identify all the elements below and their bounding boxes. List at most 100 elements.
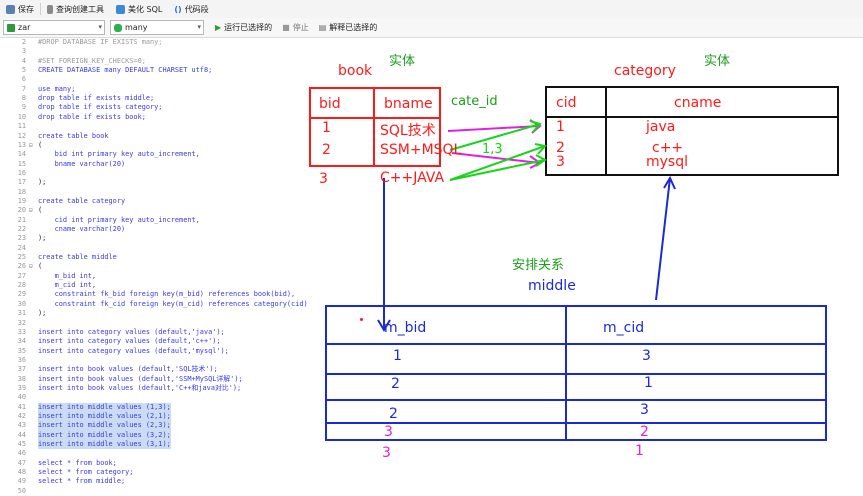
line-number: 49 <box>17 477 26 486</box>
middle-row3-mcid: 3 <box>640 402 649 418</box>
line-number: 36 <box>17 355 26 364</box>
line-number: 19 <box>17 196 26 205</box>
category-table-shape <box>545 86 839 176</box>
book-row1-bname: SQL技术 <box>380 123 436 139</box>
code-text: create table book <box>38 131 109 140</box>
line-number: 8 <box>21 94 26 103</box>
code-line: 46 <box>0 449 330 458</box>
code-line: 18 <box>0 188 330 197</box>
line-number: 42 <box>17 412 26 420</box>
code-text: drop table if exists book; <box>38 112 146 121</box>
code-text: insert into category values (default,'my… <box>38 346 229 355</box>
middle-title: middle <box>528 278 576 294</box>
blue-arrows <box>377 175 676 332</box>
code-text: use many; <box>38 84 76 93</box>
category-row3-cname: mysql <box>646 154 688 170</box>
code-line: 17); <box>0 178 330 187</box>
beautify-sql-label: 美化 SQL <box>128 4 163 14</box>
fold-toggle-icon[interactable]: ⊟ <box>29 141 33 149</box>
link-note: 1,3 <box>482 142 503 157</box>
explain-selected-label: 解释已选择的 <box>329 23 378 32</box>
line-number: 21 <box>17 215 26 224</box>
fold-toggle-icon[interactable]: ⊟ <box>29 263 33 271</box>
query-builder-label: 查询创建工具 <box>56 4 104 14</box>
category-row2-cid: 2 <box>556 140 565 156</box>
stop-button[interactable]: ■ 停止 <box>277 22 314 33</box>
code-text: ); <box>38 178 47 187</box>
code-snippet-label: 代码段 <box>184 4 209 14</box>
code-line: 36 <box>0 356 330 365</box>
category-row1-cname: java <box>646 119 676 135</box>
run-selected-button[interactable]: ▶ 运行已选择的 <box>210 22 277 33</box>
code-text: ); <box>38 309 47 318</box>
code-text: bname varchar(20) <box>38 159 126 168</box>
code-text: m_bid int, <box>38 271 97 280</box>
code-text: cid int primary key auto_increment, <box>38 215 200 224</box>
line-number: 4 <box>21 56 26 65</box>
line-number: 44 <box>17 430 26 439</box>
code-text: insert into middle values (3,1); <box>38 440 171 450</box>
category-header-cname: cname <box>674 95 722 111</box>
code-text: select * from middle; <box>38 477 126 486</box>
code-line: 6 <box>0 75 330 84</box>
line-number: 32 <box>17 318 26 327</box>
code-snippet-button[interactable]: () 代码段 <box>168 0 214 18</box>
code-text: ( <box>38 206 43 215</box>
line-number: 40 <box>17 393 26 402</box>
code-line: 15 bname varchar(20) <box>0 160 330 169</box>
code-line: 31); <box>0 309 330 318</box>
line-number: 30 <box>17 299 26 308</box>
line-number: 23 <box>17 234 26 243</box>
code-text: insert into middle values (3,2); <box>38 430 171 440</box>
code-line: 40 <box>0 393 330 402</box>
line-number: 39 <box>17 383 26 392</box>
middle-header-mbid: m_bid <box>384 320 427 336</box>
query-toolbar: zar ▾ many ▾ ▶ 运行已选择的 ■ 停止 ▤ 解释已选择的 <box>0 18 863 38</box>
line-number: 46 <box>17 449 26 458</box>
code-text: ( <box>38 262 43 271</box>
fold-toggle-icon[interactable]: ⊟ <box>29 207 33 215</box>
code-line: 44 insert into middle values (3,2); <box>0 430 330 440</box>
line-number: 48 <box>17 468 26 477</box>
code-text: m_cid int, <box>38 281 97 290</box>
save-button[interactable]: 保存 <box>0 0 40 18</box>
line-number: 29 <box>17 290 26 299</box>
line-number: 38 <box>17 374 26 383</box>
code-line: 13⊟( <box>0 141 330 150</box>
code-text: insert into book values (default,'C++和ja… <box>38 383 242 392</box>
connection-select[interactable]: zar ▾ <box>3 20 105 35</box>
line-number: 22 <box>17 225 26 233</box>
line-number: 35 <box>17 346 26 355</box>
database-select[interactable]: many ▾ <box>110 20 204 35</box>
explain-selected-button[interactable]: ▤ 解释已选择的 <box>314 22 383 33</box>
code-text: insert into middle values (1,3); <box>38 402 171 412</box>
drawing-overlay: 实体 实体 book category cate_id bid bname 1 … <box>300 38 863 488</box>
book-row3-bid: 3 <box>319 171 328 187</box>
line-number: 13 <box>17 140 26 149</box>
category-title: category <box>614 63 676 79</box>
line-number: 31 <box>17 309 26 318</box>
line-number: 34 <box>17 337 26 346</box>
middle-row4-mbid: 3 <box>384 424 393 440</box>
code-text: insert into book values (default,'SSM+My… <box>38 374 243 383</box>
book-row1-bid: 1 <box>322 120 331 136</box>
line-number: 47 <box>17 458 26 467</box>
code-line: 20⊟( <box>0 206 330 215</box>
book-row3-bname: C++JAVA <box>380 170 445 186</box>
connection-value: zar <box>18 23 31 32</box>
code-line: 22 cname varchar(20) <box>0 225 330 234</box>
code-text: CREATE DATABASE many DEFAULT CHARSET utf… <box>38 66 213 75</box>
category-header-cid: cid <box>556 95 577 111</box>
code-text: ); <box>38 234 47 243</box>
query-builder-button[interactable]: 查询创建工具 <box>41 0 110 18</box>
beautify-sql-button[interactable]: 美化 SQL <box>110 0 168 18</box>
